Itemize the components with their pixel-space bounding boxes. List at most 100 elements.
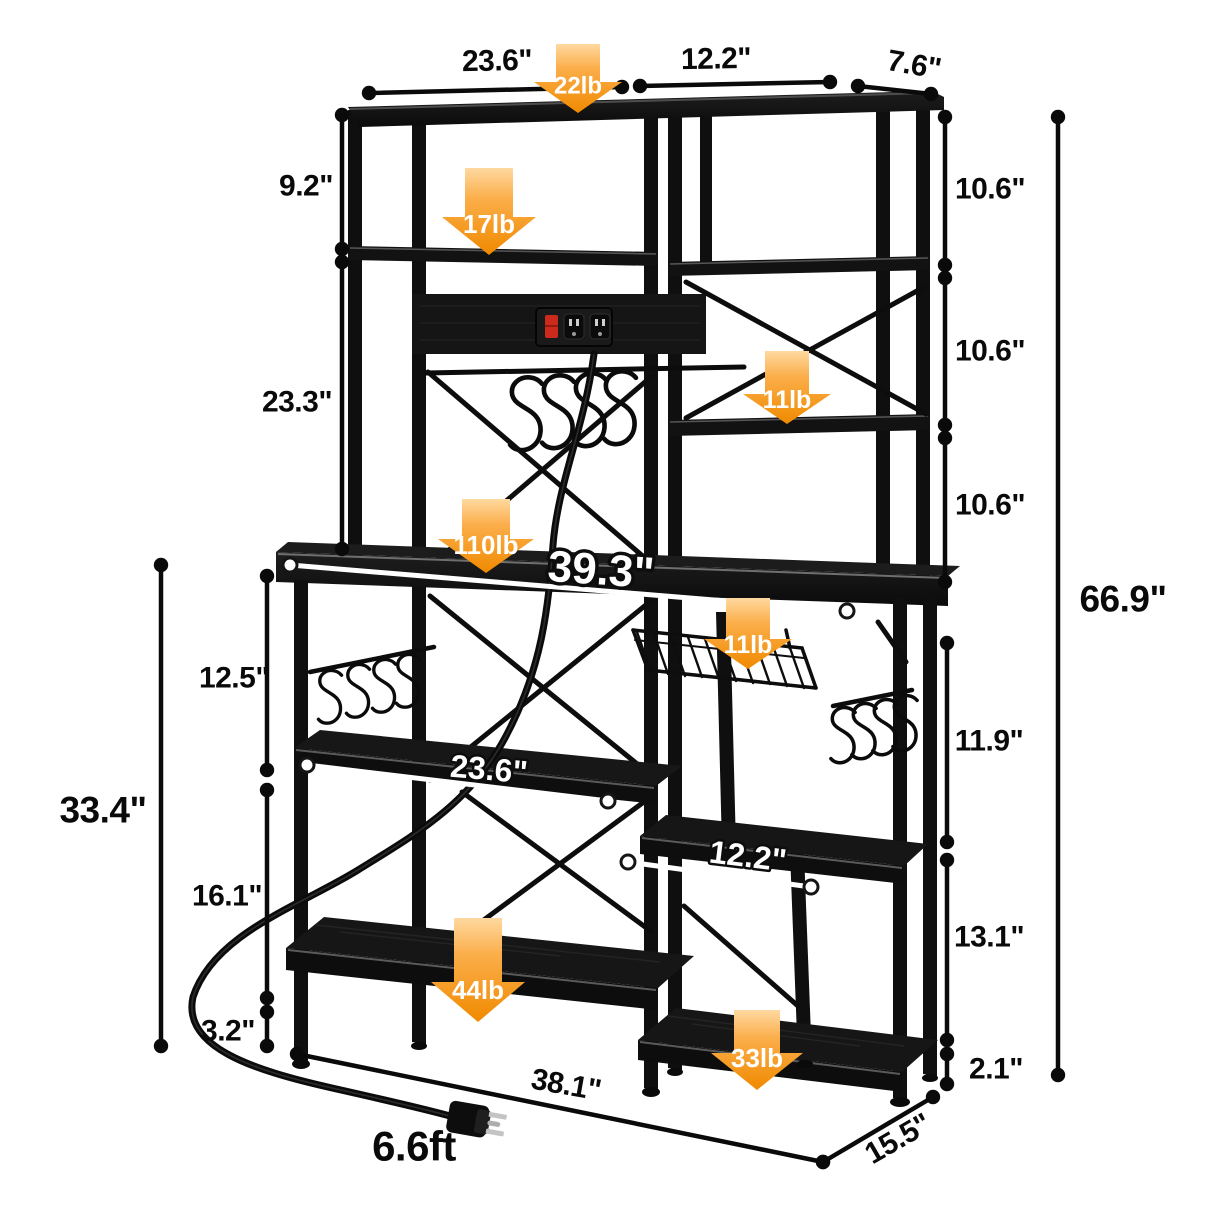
surface-dimension-endpoint-dot xyxy=(838,602,856,620)
dimension-label: 6.6ft xyxy=(372,1123,456,1170)
dimension-endpoint-dot xyxy=(289,1046,305,1062)
power-plug-icon xyxy=(446,1100,507,1138)
dimension-label: 11.9" xyxy=(955,725,1023,758)
left-hook-rail xyxy=(307,644,437,725)
dimension-annotation: 16.1" xyxy=(192,782,275,1006)
dimension-line xyxy=(820,1094,936,1165)
dimension-line xyxy=(855,83,934,97)
down-arrow-icon xyxy=(711,1010,803,1090)
dimension-annotation: 66.9" xyxy=(1050,109,1167,1083)
dimension-annotation: 23.3" xyxy=(262,254,350,557)
hanging-rod xyxy=(423,364,747,450)
rack-illustration xyxy=(188,91,960,1138)
dimension-line xyxy=(294,1051,826,1165)
s-hook-icon xyxy=(316,668,344,725)
weight-capacity-label: 11lb xyxy=(724,631,773,659)
dimension-endpoint-dot xyxy=(937,270,953,286)
dimension-annotation: 33.4" xyxy=(59,557,169,1054)
dimension-endpoint-dot xyxy=(334,254,350,270)
surface-dimension-annotation: 23.6" xyxy=(298,745,617,810)
dimension-endpoint-dot xyxy=(939,834,955,850)
dimension-endpoint-dot xyxy=(937,574,953,590)
dimension-endpoint-dot xyxy=(815,1154,831,1170)
weight-capacity-label: 33lb xyxy=(731,1043,783,1073)
dimension-endpoint-dot xyxy=(259,762,275,778)
right-hook-rail xyxy=(829,687,919,765)
dimension-endpoint-dot xyxy=(1050,109,1066,125)
weight-capacity-label: 110lb xyxy=(453,530,518,560)
dimension-label: 7.6" xyxy=(885,44,944,86)
dimension-endpoint-dot xyxy=(259,782,275,798)
dimension-label: 12.2" xyxy=(681,42,752,76)
down-arrow-icon xyxy=(704,598,792,669)
dimension-endpoint-dot xyxy=(334,541,350,557)
weight-capacity-badge: 33lb xyxy=(711,1010,803,1090)
dimension-endpoint-dot xyxy=(939,1032,955,1048)
weight-capacity-badge: 44lb xyxy=(431,918,525,1022)
s-hook-icon xyxy=(542,375,574,448)
dimension-label: 38.1" xyxy=(529,1063,604,1108)
dimension-annotation: 6.6ft xyxy=(372,1123,457,1170)
surface-dimension-line xyxy=(625,859,814,890)
dimension-annotation: 2.1" xyxy=(939,1046,1023,1092)
surface-dimension-endpoint-dot xyxy=(281,556,299,574)
dimension-endpoint-dot xyxy=(925,1089,941,1105)
dimension-annotation: 7.6" xyxy=(850,44,944,102)
dimension-endpoint-dot xyxy=(937,257,953,273)
weight-capacity-label: 11lb xyxy=(763,386,812,414)
surface-dimension-endpoint-dot xyxy=(802,878,820,896)
s-hook-icon xyxy=(370,657,398,714)
weight-capacity-badge: 11lb xyxy=(704,598,792,669)
weight-capacity-badge: 11lb xyxy=(743,351,831,424)
rack-feet xyxy=(292,1042,938,1107)
middle-right-shelf xyxy=(640,815,928,884)
down-arrow-icon xyxy=(431,918,525,1022)
dimension-endpoint-dot xyxy=(937,430,953,446)
annotation-layer: 23.6"12.2"7.6"9.2"23.3"10.6"10.6"10.6"66… xyxy=(59,42,1167,1171)
weight-capacity-label: 44lb xyxy=(452,975,504,1005)
weight-capacity-badge: 110lb xyxy=(438,499,534,573)
dimension-annotation: 38.1" xyxy=(289,1046,831,1170)
hutch-shelves xyxy=(348,246,930,436)
dimension-annotation: 3.2" xyxy=(201,1004,275,1054)
dimension-endpoint-dot xyxy=(939,1046,955,1062)
dimension-annotation: 15.5" xyxy=(815,1089,941,1171)
down-arrow-icon xyxy=(743,351,831,424)
dimension-endpoint-dot xyxy=(334,241,350,257)
dimension-label: 13.1" xyxy=(954,921,1024,954)
dimension-endpoint-dot xyxy=(153,557,169,573)
weight-capacity-badge: 22lb xyxy=(534,44,622,113)
dimension-label: 23.3" xyxy=(262,386,332,419)
dimension-endpoint-dot xyxy=(937,417,953,433)
surface-dimension-line xyxy=(304,762,611,804)
surface-dimension-endpoint-dot xyxy=(599,792,617,810)
down-arrow-icon xyxy=(442,168,536,255)
weight-capacity-badge: 17lb xyxy=(442,168,536,255)
dimension-endpoint-dot xyxy=(937,109,953,125)
dimension-annotation: 11.9" xyxy=(939,635,1024,850)
dimension-endpoint-dot xyxy=(1050,1067,1066,1083)
power-outlet-icon xyxy=(563,313,585,340)
dimension-label: 33.4" xyxy=(59,790,146,831)
dimension-label: 9.2" xyxy=(279,170,333,203)
dimension-line xyxy=(637,79,833,89)
dimension-endpoint-dot xyxy=(923,86,939,102)
dimension-endpoint-dot xyxy=(259,990,275,1006)
dimension-endpoint-dot xyxy=(939,635,955,651)
dimension-annotation: 10.6" xyxy=(937,270,1026,433)
dimension-endpoint-dot xyxy=(259,1004,275,1020)
rack-top-board xyxy=(348,91,944,127)
down-arrow-icon xyxy=(534,44,622,113)
dimension-annotation: 12.2" xyxy=(632,42,838,94)
dimension-label: 10.6" xyxy=(955,173,1025,206)
dimension-endpoint-dot xyxy=(939,1076,955,1092)
power-strip xyxy=(412,294,706,354)
down-arrow-icon xyxy=(438,499,534,573)
weight-capacity-label: 22lb xyxy=(554,73,602,100)
dimension-annotation: 13.1" xyxy=(939,852,1025,1048)
surface-dimension-endpoint-dot xyxy=(619,853,637,871)
dimension-label: 3.2" xyxy=(201,1015,255,1048)
dimension-annotation: 9.2" xyxy=(279,107,350,257)
s-hook-icon xyxy=(510,377,542,450)
